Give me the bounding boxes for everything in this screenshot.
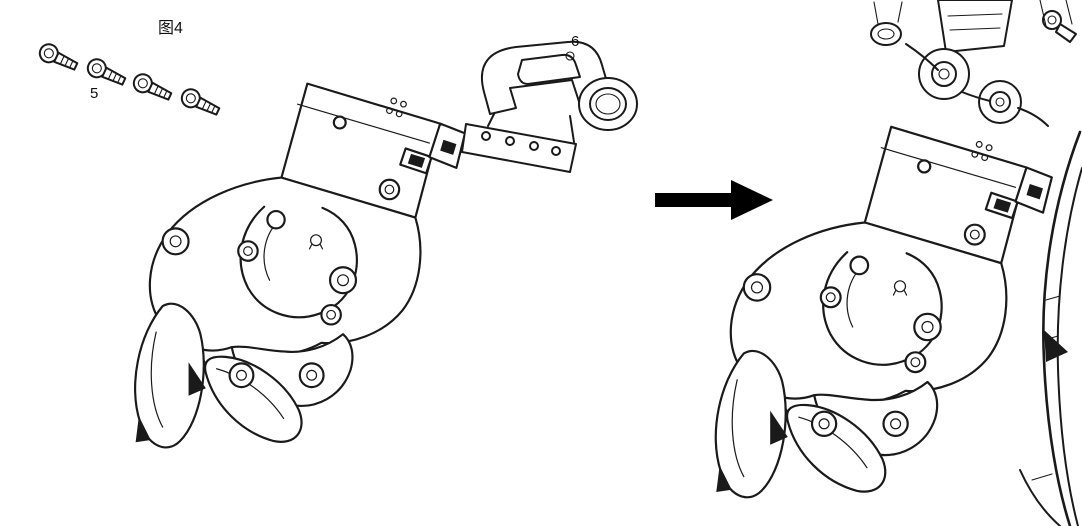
arm-column-edge xyxy=(1042,130,1082,526)
robot-arm-drawing xyxy=(870,0,1082,526)
arm-bolt xyxy=(1042,10,1062,30)
figure-caption: 图4 xyxy=(158,20,183,37)
assembly-arrow-icon xyxy=(655,180,773,220)
screw-icon xyxy=(35,40,81,76)
mounting-bracket-drawing xyxy=(461,40,638,173)
arm-cylinder xyxy=(870,22,902,46)
arm-shadow-wedge xyxy=(1044,330,1068,362)
assembled-gripper-on-arm-drawing xyxy=(714,125,1053,499)
arm-wrist-housing xyxy=(937,0,1013,53)
screw-icon xyxy=(129,70,175,106)
robot-gripper-drawing xyxy=(134,82,467,449)
screw-icon xyxy=(177,85,223,121)
part-label-screws: 5 xyxy=(90,85,98,102)
screw-set xyxy=(35,40,223,121)
part-label-bracket: 6 xyxy=(571,33,579,50)
